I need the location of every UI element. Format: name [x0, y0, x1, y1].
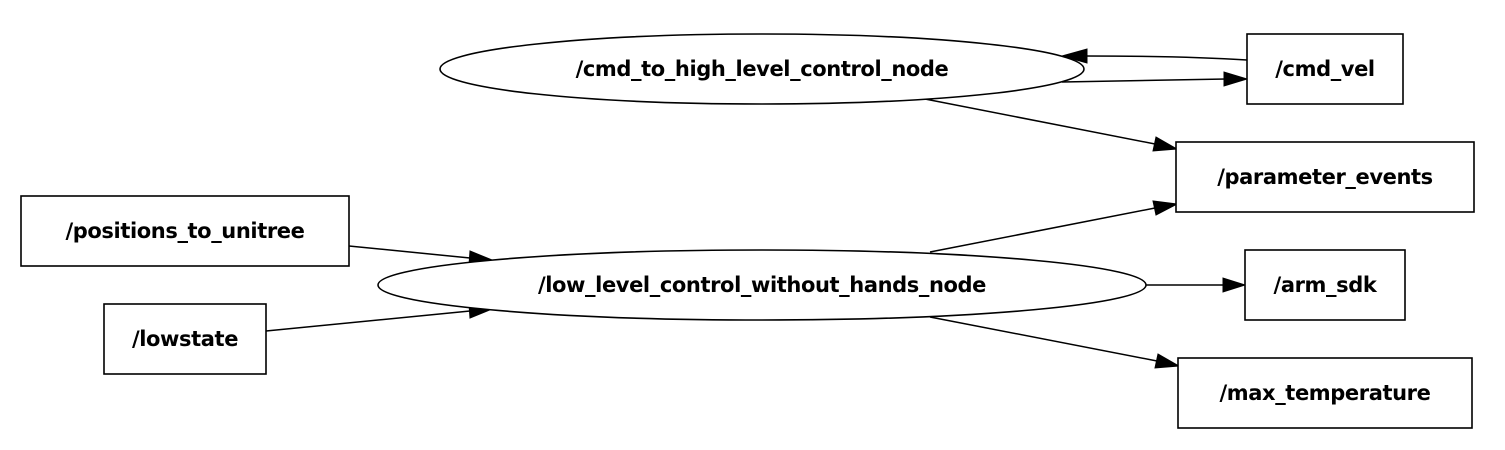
edge-cmd-vel-to-cmd-to-high [1084, 55, 1248, 61]
node-label: /lowstate [132, 327, 238, 351]
edge-low-level-to-max-temperature [929, 316, 1158, 362]
edge-positions-to-low-level [348, 245, 471, 259]
arrowhead [1223, 71, 1249, 87]
node-cmd-to-high-level-control-node[interactable]: /cmd_to_high_level_control_node [439, 33, 1085, 105]
node-label: /positions_to_unitree [66, 219, 305, 243]
node-label: /max_temperature [1220, 381, 1431, 405]
node-label: /low_level_control_without_hands_node [538, 273, 986, 297]
node-label: /cmd_to_high_level_control_node [576, 57, 949, 81]
edge-low-level-to-parameter-events [929, 207, 1156, 253]
node-positions-to-unitree[interactable]: /positions_to_unitree [20, 195, 350, 267]
node-low-level-control-without-hands-node[interactable]: /low_level_control_without_hands_node [377, 249, 1147, 321]
edge-lowstate-to-low-level [265, 310, 471, 332]
node-parameter-events[interactable]: /parameter_events [1175, 141, 1475, 213]
node-label: /parameter_events [1217, 165, 1433, 189]
arrowhead [1154, 353, 1181, 369]
edge-cmd-to-high-to-parameter-events [924, 98, 1156, 145]
edge-cmd-to-high-to-cmd-vel [1061, 78, 1227, 83]
node-label: /arm_sdk [1274, 273, 1378, 297]
node-lowstate[interactable]: /lowstate [103, 303, 267, 375]
arrowhead [1060, 48, 1088, 64]
edges [265, 48, 1249, 369]
arrowhead [1152, 200, 1179, 216]
arrowhead [1152, 136, 1179, 152]
node-cmd-vel[interactable]: /cmd_vel [1246, 33, 1404, 105]
node-max-temperature[interactable]: /max_temperature [1177, 357, 1473, 429]
node-label: /cmd_vel [1275, 57, 1374, 81]
node-arm-sdk[interactable]: /arm_sdk [1244, 249, 1406, 321]
arrowhead [1222, 277, 1247, 293]
